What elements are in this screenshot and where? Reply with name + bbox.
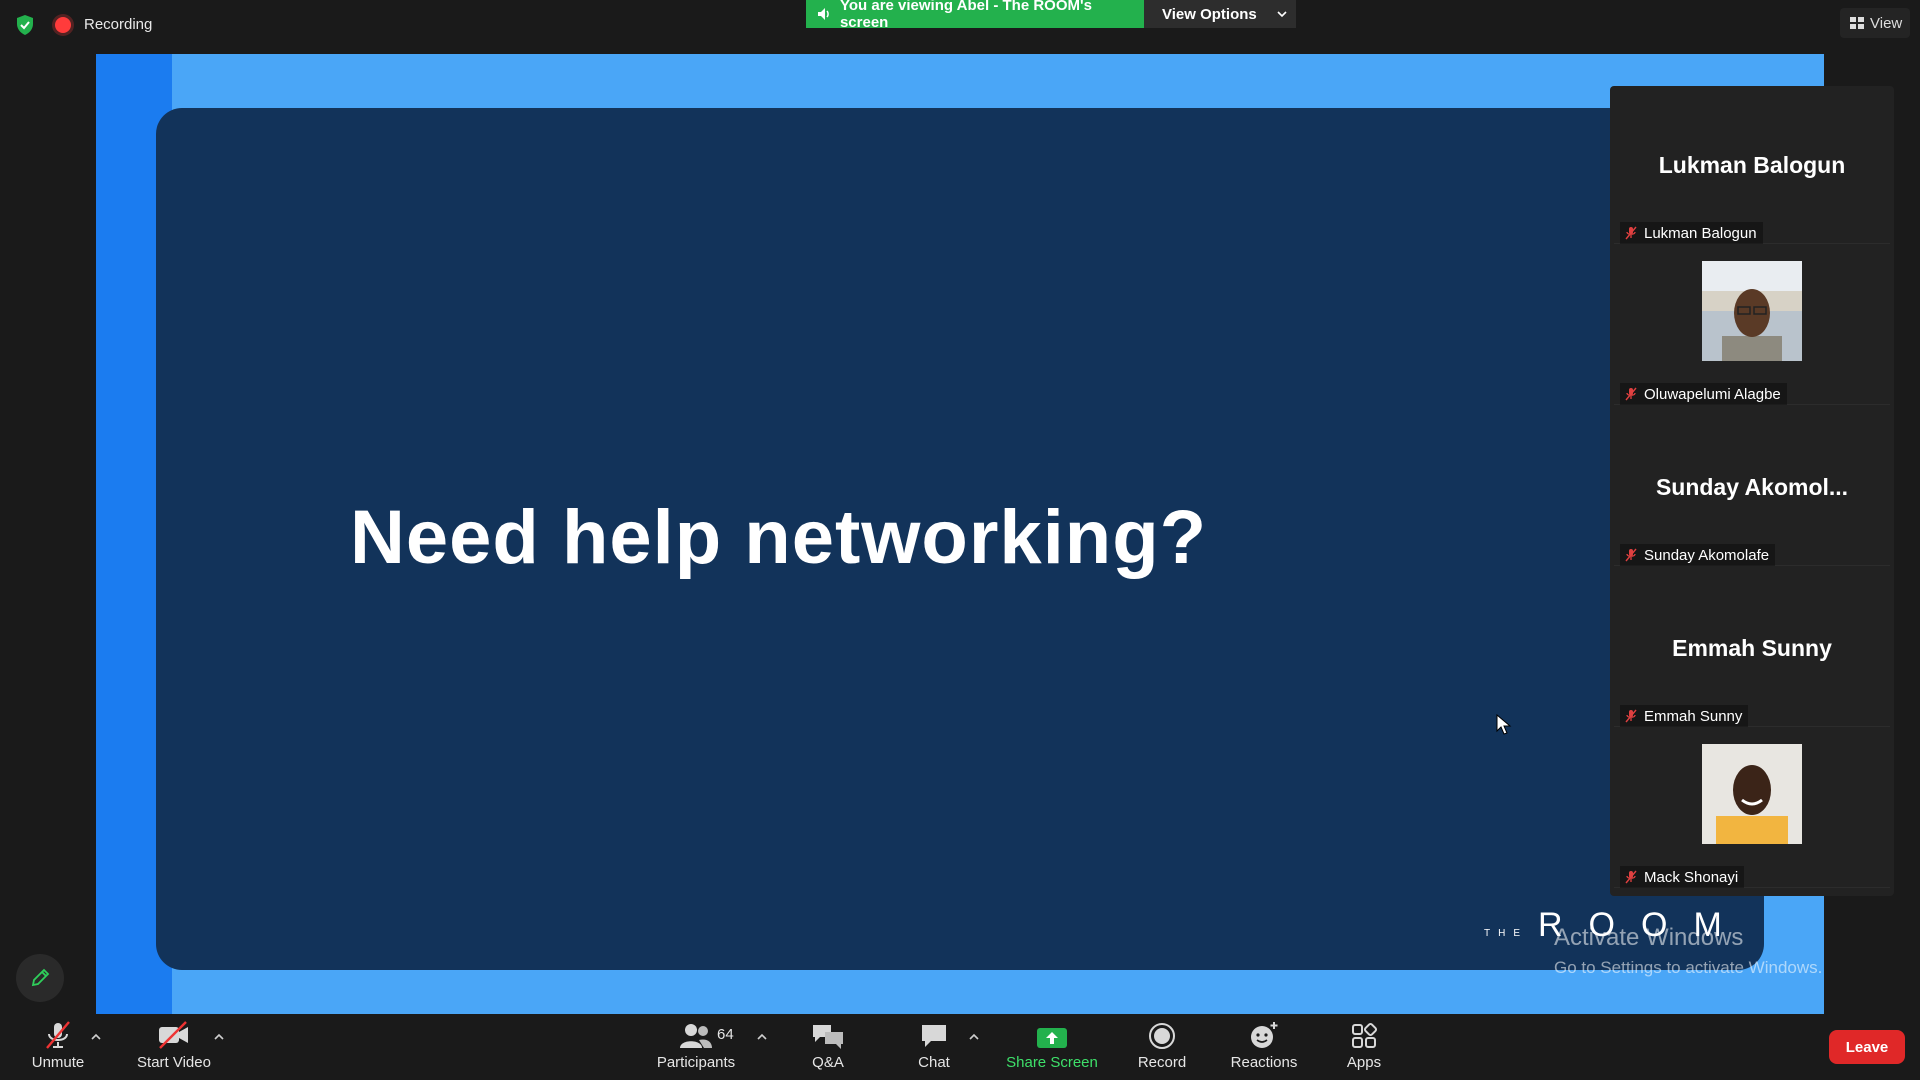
- participant-tile[interactable]: Sunday Akomol... Sunday Akomolafe: [1614, 408, 1890, 566]
- audio-options-caret-icon[interactable]: [90, 1030, 104, 1040]
- viewing-banner-text: You are viewing Abel - The ROOM's screen: [839, 0, 1092, 31]
- activate-windows-watermark: Activate Windows Go to Settings to activ…: [1554, 924, 1822, 978]
- chat-label: Chat: [918, 1054, 950, 1071]
- video-off-icon: [159, 1021, 188, 1049]
- unmute-label: Unmute: [31, 1054, 85, 1071]
- slide-panel: [156, 108, 1764, 970]
- participant-label: Sunday Akomolafe: [1620, 544, 1776, 566]
- apps-icon: [1352, 1022, 1378, 1048]
- chat-button[interactable]: Chat: [906, 1014, 962, 1080]
- slide-title: Need help networking?: [350, 495, 1208, 580]
- participant-tile[interactable]: Mack Shonayi: [1614, 730, 1890, 888]
- participant-label: Emmah Sunny: [1620, 705, 1749, 727]
- share-screen-button[interactable]: Share Screen: [1004, 1014, 1100, 1080]
- pencil-icon: [31, 968, 50, 987]
- qa-icon: [813, 1025, 843, 1049]
- start-video-label: Start Video: [137, 1054, 211, 1071]
- recording-icon: [55, 17, 71, 33]
- participant-tile[interactable]: Lukman Balogun Lukman Balogun: [1614, 86, 1890, 244]
- recording-label: Recording: [84, 16, 153, 33]
- reactions-label: Reactions: [1230, 1054, 1298, 1071]
- participant-name: Oluwapelumi Alagbe: [1644, 385, 1781, 403]
- watermark-line2: Go to Settings to activate Windows.: [1554, 958, 1823, 977]
- participants-icon: [680, 1024, 712, 1048]
- room-logo-prefix: THE: [1484, 928, 1528, 939]
- chat-icon: [922, 1025, 946, 1047]
- muted-mic-icon: [46, 1021, 70, 1049]
- unmute-button[interactable]: Unmute: [22, 1014, 94, 1080]
- participants-options-caret-icon[interactable]: [756, 1030, 770, 1040]
- view-options-label: View Options: [1162, 5, 1257, 23]
- participant-photo: [1702, 744, 1802, 844]
- record-label: Record: [1137, 1054, 1187, 1071]
- participants-label: Participants: [656, 1054, 736, 1071]
- view-button[interactable]: View: [1840, 8, 1910, 38]
- muted-mic-icon: [1625, 709, 1637, 723]
- participant-name: Lukman Balogun: [1644, 224, 1757, 242]
- participant-display-name: Lukman Balogun: [1658, 152, 1846, 178]
- room-logo: THE ROOM: [1484, 906, 1748, 945]
- qa-button[interactable]: Q&A: [800, 1014, 856, 1080]
- participant-gallery[interactable]: Lukman Balogun Lukman Balogun: [1610, 86, 1894, 896]
- apps-label: Apps: [1346, 1054, 1382, 1071]
- participant-label: Lukman Balogun: [1620, 222, 1763, 244]
- muted-mic-icon: [1625, 870, 1637, 884]
- participant-photo: [1702, 261, 1802, 361]
- participants-count-badge: 64: [717, 1026, 734, 1043]
- share-screen-label: Share Screen: [1006, 1054, 1098, 1071]
- participant-name: Emmah Sunny: [1644, 707, 1743, 725]
- reactions-icon: [1251, 1022, 1278, 1048]
- share-screen-icon: [1037, 1028, 1067, 1048]
- participant-display-name: Emmah Sunny: [1672, 635, 1832, 661]
- qa-label: Q&A: [812, 1054, 844, 1071]
- shared-screen: Need help networking? THE ROOM 7: [96, 54, 1824, 1014]
- participant-tile[interactable]: Emmah Sunny Emmah Sunny: [1614, 569, 1890, 727]
- chat-options-caret-icon[interactable]: [968, 1030, 982, 1040]
- participant-name: Mack Shonayi: [1644, 868, 1739, 886]
- participant-label: Oluwapelumi Alagbe: [1620, 383, 1787, 405]
- shield-icon[interactable]: [15, 14, 35, 36]
- record-button[interactable]: Record: [1132, 1014, 1192, 1080]
- leave-button[interactable]: Leave: [1829, 1030, 1905, 1064]
- participant-display-name: Sunday Akomol...: [1655, 474, 1849, 500]
- participant-tile[interactable]: Oluwapelumi Alagbe: [1614, 247, 1890, 405]
- room-logo-name: ROOM: [1538, 906, 1748, 944]
- bottom-toolbar: Unmute Start Video: [0, 1014, 1920, 1080]
- video-options-caret-icon[interactable]: [213, 1030, 227, 1040]
- participant-name: Sunday Akomolafe: [1644, 546, 1770, 564]
- viewing-banner: You are viewing Abel - The ROOM's screen: [806, 0, 1144, 31]
- top-bar: Recording You are viewing Abel - The ROO…: [0, 0, 1920, 54]
- participants-button[interactable]: Participants: [650, 1014, 742, 1080]
- view-label: View: [1870, 14, 1903, 32]
- speaker-icon: [817, 8, 829, 20]
- muted-mic-icon: [1625, 387, 1637, 401]
- annotate-button[interactable]: [16, 954, 64, 1002]
- record-icon: [1149, 1023, 1175, 1049]
- chevron-down-icon: [1277, 11, 1287, 18]
- grid-view-icon: [1850, 17, 1864, 29]
- reactions-button[interactable]: Reactions: [1224, 1014, 1304, 1080]
- muted-mic-icon: [1625, 548, 1637, 562]
- view-options-button[interactable]: View Options: [1144, 0, 1296, 28]
- participant-label: Mack Shonayi: [1620, 866, 1745, 888]
- muted-mic-icon: [1625, 226, 1637, 240]
- mouse-cursor-icon: [1496, 714, 1512, 735]
- start-video-button[interactable]: Start Video: [130, 1014, 218, 1080]
- apps-button[interactable]: Apps: [1336, 1014, 1392, 1080]
- watermark-line1: Activate Windows: [1554, 924, 1744, 951]
